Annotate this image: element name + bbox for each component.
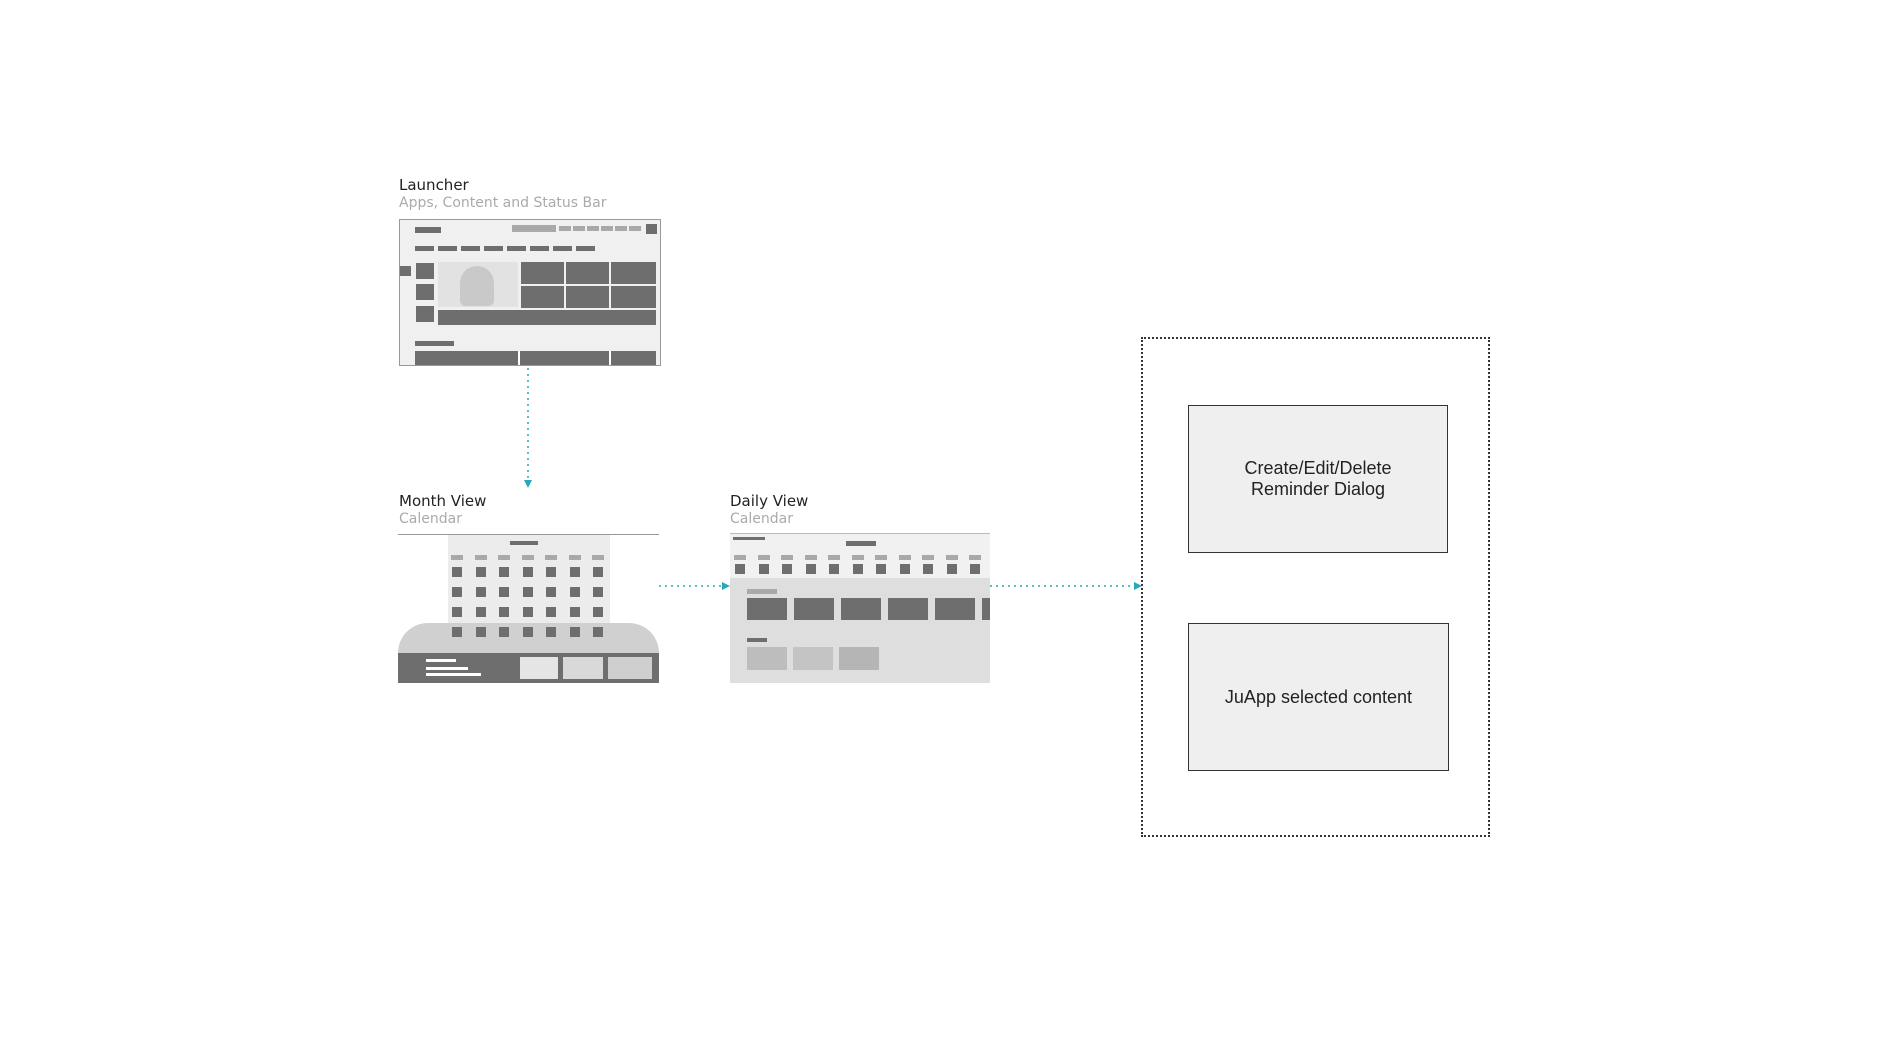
- daily-hour-cell: [923, 564, 933, 574]
- daily-hour-cell: [829, 564, 839, 574]
- daily-hour-cell: [735, 564, 745, 574]
- month-day-header: [451, 555, 463, 560]
- month-day-header: [498, 555, 510, 560]
- month-day-cell: [452, 587, 462, 597]
- daily-hour-cell: [805, 564, 816, 574]
- month-day-cell: [546, 567, 556, 577]
- launcher-thumbnail[interactable]: [399, 219, 661, 366]
- month-day-cell: [522, 587, 533, 597]
- month-day-header: [474, 555, 487, 560]
- daily-hour-header: [757, 555, 770, 560]
- dialog-group: [1141, 337, 1490, 837]
- month-day-cell: [522, 567, 533, 577]
- launcher-subtitle: Apps, Content and Status Bar: [399, 195, 607, 211]
- reminder-dialog-box[interactable]: Create/Edit/Delete Reminder Dialog: [1188, 405, 1448, 553]
- daily-hour-header: [781, 555, 793, 560]
- daily-view-subtitle: Calendar: [730, 511, 793, 527]
- daily-hour-cell: [876, 564, 886, 574]
- arrowhead-right-2: [1134, 582, 1142, 590]
- month-day-cell: [569, 567, 580, 577]
- month-day-cell: [475, 607, 486, 617]
- arrowhead-right-1: [722, 582, 730, 590]
- daily-hour-header: [898, 555, 911, 560]
- daily-hour-cell: [970, 564, 980, 574]
- month-day-cell: [499, 627, 509, 637]
- month-day-cell: [452, 567, 462, 577]
- month-day-header: [521, 555, 534, 560]
- daily-hour-header: [734, 555, 746, 560]
- month-day-cell: [569, 607, 580, 617]
- month-day-cell: [475, 627, 486, 637]
- month-day-header: [568, 555, 581, 560]
- daily-hour-cell: [899, 564, 910, 574]
- daily-hour-header: [969, 555, 981, 560]
- month-day-cell: [522, 607, 533, 617]
- month-day-cell: [475, 587, 486, 597]
- month-day-cell: [499, 587, 509, 597]
- daily-hour-header: [922, 555, 934, 560]
- month-day-cell: [499, 607, 509, 617]
- month-day-cell: [593, 607, 603, 617]
- daily-hour-cell: [782, 564, 792, 574]
- daily-view-thumbnail[interactable]: [730, 533, 990, 683]
- daily-hour-header: [945, 555, 958, 560]
- daily-hour-cell: [946, 564, 957, 574]
- month-day-cell: [499, 567, 509, 577]
- month-day-cell: [593, 567, 603, 577]
- daily-hour-header: [804, 555, 817, 560]
- month-day-cell: [593, 627, 603, 637]
- month-day-cell: [452, 607, 462, 617]
- daily-view-title: Daily View: [730, 492, 809, 510]
- month-day-cell: [452, 627, 462, 637]
- daily-hour-cell: [852, 564, 863, 574]
- month-view-thumbnail[interactable]: [398, 534, 659, 683]
- month-day-cell: [475, 567, 486, 577]
- juapp-content-box[interactable]: JuApp selected content: [1188, 623, 1449, 771]
- month-day-cell: [569, 627, 580, 637]
- arrowhead-down: [524, 480, 532, 488]
- month-day-cell: [546, 627, 556, 637]
- month-view-subtitle: Calendar: [399, 511, 462, 527]
- month-day-cell: [593, 587, 603, 597]
- daily-hour-header: [828, 555, 840, 560]
- month-day-cell: [569, 587, 580, 597]
- month-day-cell: [522, 627, 533, 637]
- month-day-cell: [546, 587, 556, 597]
- month-view-title: Month View: [399, 492, 487, 510]
- month-day-cell: [546, 607, 556, 617]
- month-day-header: [545, 555, 557, 560]
- daily-hour-header: [875, 555, 887, 560]
- daily-hour-cell: [758, 564, 769, 574]
- daily-hour-header: [851, 555, 864, 560]
- launcher-title: Launcher: [399, 176, 469, 194]
- month-day-header: [592, 555, 604, 560]
